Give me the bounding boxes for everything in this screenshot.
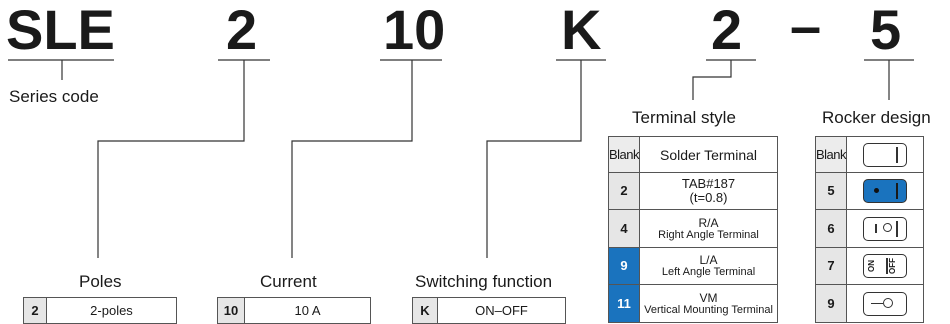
rocker-off-text: OFF [888,258,898,274]
table-row: Blank [814,136,924,173]
option-desc: ON–OFF [437,297,566,324]
poles-connector [97,60,245,258]
option-code: 5 [814,172,848,210]
table-row: 7 ON OFF [814,247,924,285]
option-code: 2 [607,172,641,210]
option-desc-line2: Vertical Mounting Terminal [644,303,773,316]
option-code: Blank [607,136,641,173]
terminal-table: Blank Solder Terminal 2 TAB#187 (t=0.8) … [607,136,778,323]
current-code-text: 10 [383,0,446,61]
option-desc: 10 A [244,297,371,324]
switching-table: K ON–OFF [412,297,566,324]
switching-label: Switching function [415,272,553,291]
option-desc-line1: Solder Terminal [660,146,758,163]
option-desc-line1: VM [699,290,718,305]
table-row: 11 VM Vertical Mounting Terminal [607,284,778,323]
option-icon-cell: ON OFF [846,247,924,285]
table-row: 6 [814,209,924,248]
option-desc-line1: L/A [699,253,718,267]
series-code-text: SLE [6,0,115,61]
option-desc: VM Vertical Mounting Terminal [639,284,778,323]
table-row: 4 R/A Right Angle Terminal [607,209,778,248]
option-desc: L/A Left Angle Terminal [639,247,778,285]
option-icon-cell [846,172,924,210]
table-row: 2 2-poles [23,297,177,324]
plain-rocker-icon [863,142,908,167]
option-code: K [412,297,438,324]
option-icon-cell [846,209,924,248]
rocker-code-text: 5 [870,0,902,61]
table-row: K ON–OFF [412,297,566,324]
table-row: Blank Solder Terminal [607,136,778,173]
table-row: 9 [814,284,924,323]
option-code: 4 [607,209,641,248]
option-code: 10 [217,297,245,324]
terminal-connector [692,60,732,100]
rocker-label: Rocker design [822,108,931,127]
switching-code-text: K [561,0,602,61]
table-row: 5 [814,172,924,210]
table-row: 2 TAB#187 (t=0.8) [607,172,778,210]
terminal-code-text: 2 [711,0,743,61]
option-code: 2 [23,297,47,324]
current-label: Current [260,272,317,291]
option-desc: R/A Right Angle Terminal [639,209,778,248]
dash-circle-rocker-icon [863,291,908,316]
option-code: 7 [814,247,848,285]
rocker-table: Blank 5 6 7 ON OFF [814,136,924,323]
option-code: Blank [814,136,848,173]
i-o-rocker-icon [863,216,908,241]
option-icon-cell [846,136,924,173]
poles-code-text: 2 [226,0,258,61]
series-label: Series code [9,87,99,106]
option-code: 9 [607,247,641,285]
rocker-on-text: ON [867,260,877,272]
blue-dot-rocker-icon [863,179,908,203]
option-desc-line1: R/A [698,215,719,230]
option-desc: TAB#187 (t=0.8) [639,172,778,210]
terminal-label: Terminal style [632,108,736,127]
table-row: 9 L/A Left Angle Terminal [607,247,778,285]
option-icon-cell [846,284,924,323]
option-desc-line2: Right Angle Terminal [658,228,759,241]
dash-separator-text: – [790,0,822,57]
current-table: 10 10 A [217,297,371,324]
option-desc: Solder Terminal [639,136,778,173]
option-code: 11 [607,284,641,323]
on-off-text-rocker-icon: ON OFF [863,254,908,278]
option-desc-line1: TAB#187 [681,176,736,191]
switching-connector [486,60,582,258]
poles-table: 2 2-poles [23,297,177,324]
poles-label: Poles [79,272,122,291]
option-code: 9 [814,284,848,323]
option-desc: 2-poles [46,297,177,324]
option-code: 6 [814,209,848,248]
table-row: 10 10 A [217,297,371,324]
option-desc-line2: (t=0.8) [689,190,728,205]
dash-separator: – [790,0,821,58]
option-desc-line2: Left Angle Terminal [661,266,756,278]
current-connector [291,60,413,258]
